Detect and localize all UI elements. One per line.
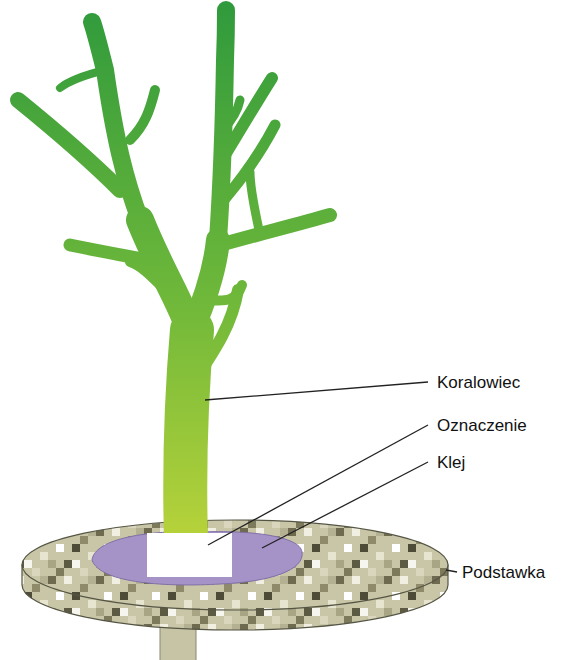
part-label: Klej <box>437 454 465 471</box>
leader-line <box>446 570 457 572</box>
glue-blob <box>92 532 302 585</box>
leader-lines <box>205 382 457 572</box>
part-label: Oznaczenie <box>437 417 527 434</box>
coral <box>18 10 330 540</box>
part-label: Koralowiec <box>437 374 520 391</box>
stand-top <box>22 520 448 610</box>
leader-line <box>205 382 428 400</box>
leader-line <box>262 462 428 548</box>
leader-line <box>208 425 428 545</box>
part-label: Podstawka <box>462 564 545 581</box>
